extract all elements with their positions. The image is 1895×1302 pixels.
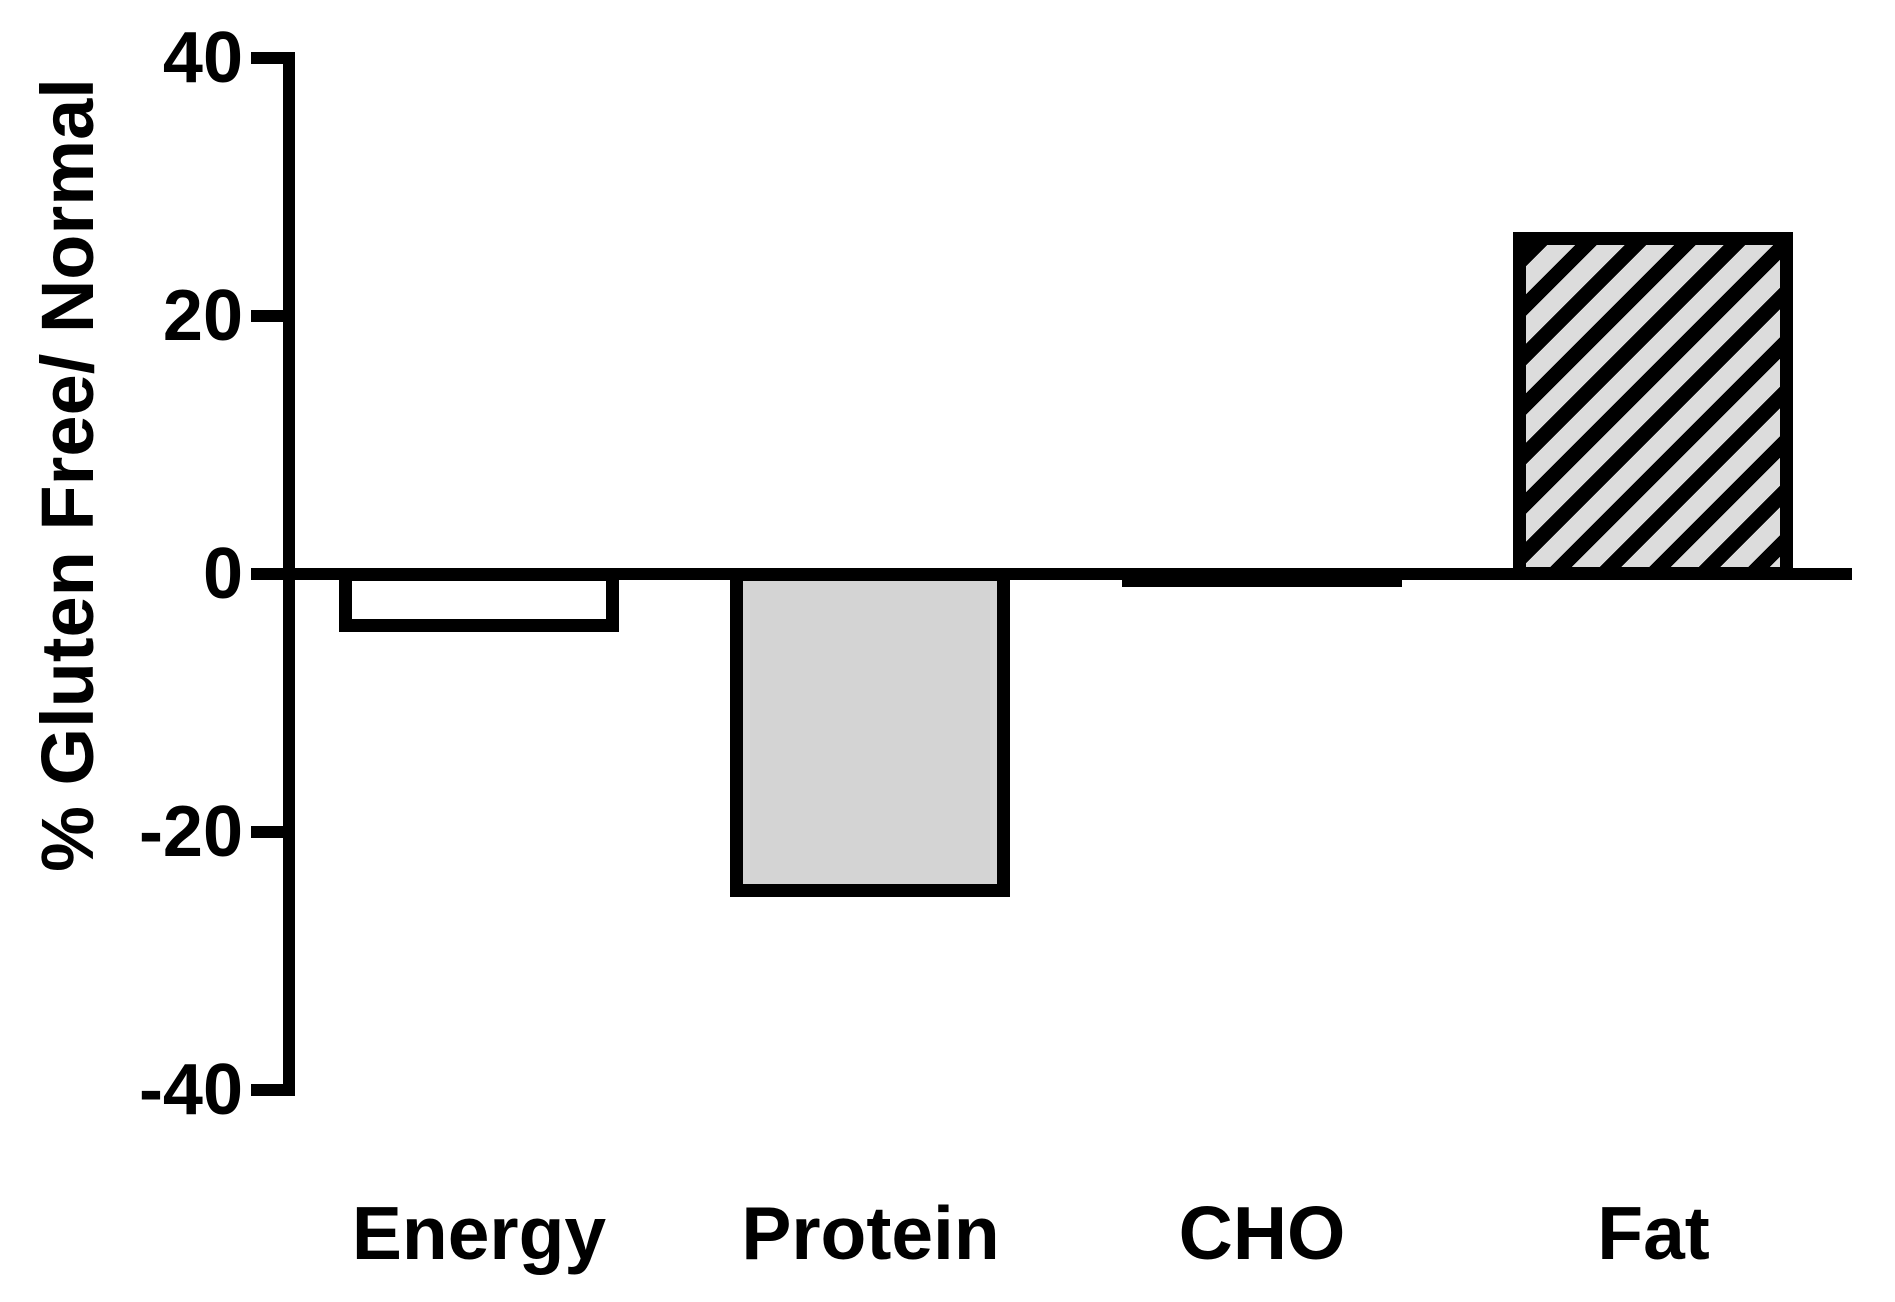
y-tick-label--40: -40	[138, 1050, 243, 1130]
x-axis-line	[283, 568, 1852, 580]
y-tick--20	[251, 826, 283, 838]
x-label-protein: Protein	[741, 1191, 1000, 1275]
x-label-cho: CHO	[1178, 1191, 1346, 1275]
y-tick-label-0: 0	[202, 534, 243, 614]
bar-cho	[1121, 568, 1402, 587]
bar-protein	[730, 568, 1011, 897]
x-label-fat: Fat	[1597, 1191, 1710, 1275]
y-axis-label: % Gluten Free/ Normal	[26, 78, 109, 872]
y-tick-40	[251, 52, 283, 64]
y-tick-label--20: -20	[138, 792, 243, 872]
x-label-energy: Energy	[351, 1191, 607, 1275]
y-tick-0	[251, 568, 283, 580]
y-tick-20	[251, 310, 283, 322]
bar-fat	[1513, 232, 1794, 580]
y-tick--40	[251, 1084, 283, 1096]
bar-energy	[338, 568, 619, 633]
y-tick-label-20: 20	[162, 276, 243, 356]
y-tick-label-40: 40	[162, 18, 243, 98]
